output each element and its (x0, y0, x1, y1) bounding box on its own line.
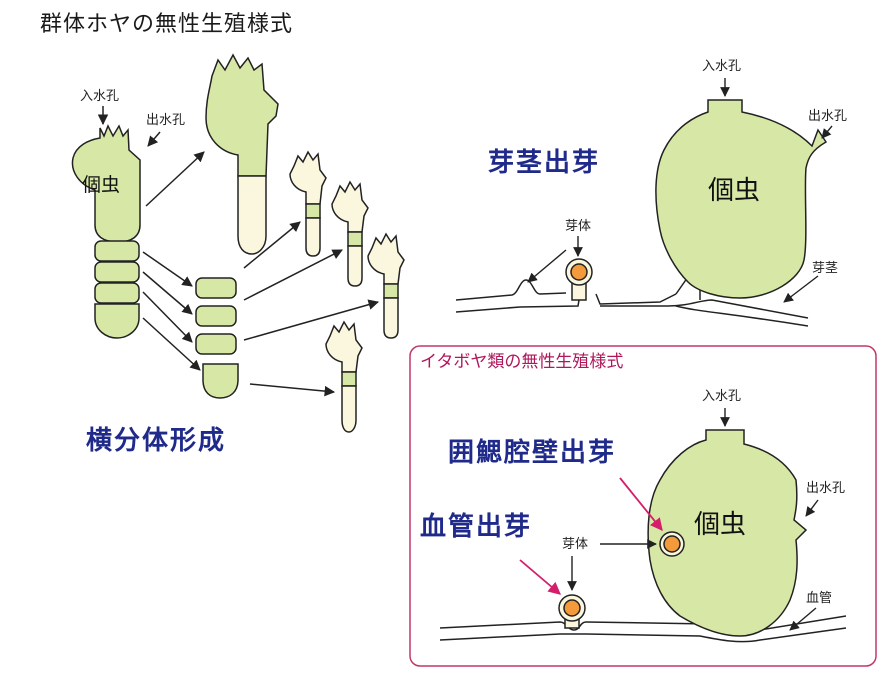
fragment-2 (195, 305, 237, 327)
arrow-to-large-zooid (145, 151, 205, 207)
zooid-right-top (655, 99, 828, 299)
zooid-inset (647, 429, 808, 637)
parent-segment-1 (94, 240, 140, 262)
page-title: 群体ホヤの無性生殖様式 (40, 12, 294, 37)
arrow-to-small-zooid-1 (243, 221, 301, 269)
peribranchial-budding-label: 囲鰓腔壁出芽 (448, 438, 617, 468)
arrow-to-fragment-3 (142, 291, 193, 343)
arrow-to-small-zooid-3 (243, 299, 380, 341)
parent-segment-3 (94, 282, 140, 304)
bud-label-inset: 芽体 (562, 537, 589, 552)
bud-inner-inset (563, 599, 581, 617)
parent-zooid-body (71, 124, 141, 243)
stolonial-budding-label: 芽茎出芽 (488, 148, 601, 178)
fragment-3 (195, 333, 237, 355)
arrow-out-siphon-rt (821, 125, 833, 139)
arrow-to-small-zooid-2 (243, 249, 343, 301)
arrow-vessel-inset (789, 607, 817, 631)
peribranchial-bud-inner (663, 535, 681, 553)
small-zooid-3 (367, 232, 405, 339)
bud-inner-right-top (570, 263, 588, 281)
vessel-label-inset: 血管 (806, 591, 833, 606)
small-zooid-1 (289, 150, 327, 257)
zooid-label-inset: 個虫 (694, 510, 747, 540)
arrow-vascular-pink (519, 559, 561, 595)
bud-stalk-right-top (571, 282, 587, 301)
parent-posterior (94, 303, 140, 339)
arrow-to-fragment-2 (142, 271, 193, 315)
arrow-to-small-zooid-4 (249, 383, 336, 397)
vessel-tube (439, 615, 847, 643)
strobilation-label: 横分体形成 (86, 426, 227, 456)
regenerated-zooid-large-tail (237, 175, 267, 255)
in-siphon-label-left: 入水孔 (80, 89, 120, 104)
inset-frame (409, 345, 877, 667)
bud-label-rt: 芽体 (565, 219, 592, 234)
arrow-out-siphon-left (147, 131, 161, 147)
out-siphon-label-rt: 出水孔 (808, 109, 848, 124)
arrow-to-fragment-1 (142, 251, 193, 287)
stolon-tube (455, 279, 581, 313)
parent-segment-2 (94, 261, 140, 283)
out-siphon-label-left: 出水孔 (146, 113, 186, 128)
in-siphon-label-inset: 入水孔 (702, 389, 742, 404)
arrow-to-fragment-posterior (142, 317, 201, 371)
vascular-budding-label: 血管出芽 (420, 512, 533, 542)
fragment-posterior (202, 363, 239, 399)
arrow-peribranchial-pink (619, 477, 663, 531)
zooid-label-rt: 個虫 (708, 176, 761, 206)
in-siphon-label-rt: 入水孔 (702, 59, 742, 74)
arrow-stolon-rt (783, 275, 819, 303)
regenerated-zooid-large (205, 53, 279, 177)
arrow-out-siphon-inset (805, 499, 819, 517)
zooid-label-left: 個虫 (82, 174, 121, 196)
inset-title: イタボヤ類の無性生殖様式 (420, 352, 624, 372)
fragment-1 (195, 277, 237, 299)
arrow-bud-knob-rt (527, 249, 567, 283)
out-siphon-label-inset: 出水孔 (806, 481, 846, 496)
small-zooid-4 (325, 320, 363, 433)
small-zooid-2 (331, 180, 369, 287)
stolon-label-rt: 芽茎 (812, 261, 839, 276)
